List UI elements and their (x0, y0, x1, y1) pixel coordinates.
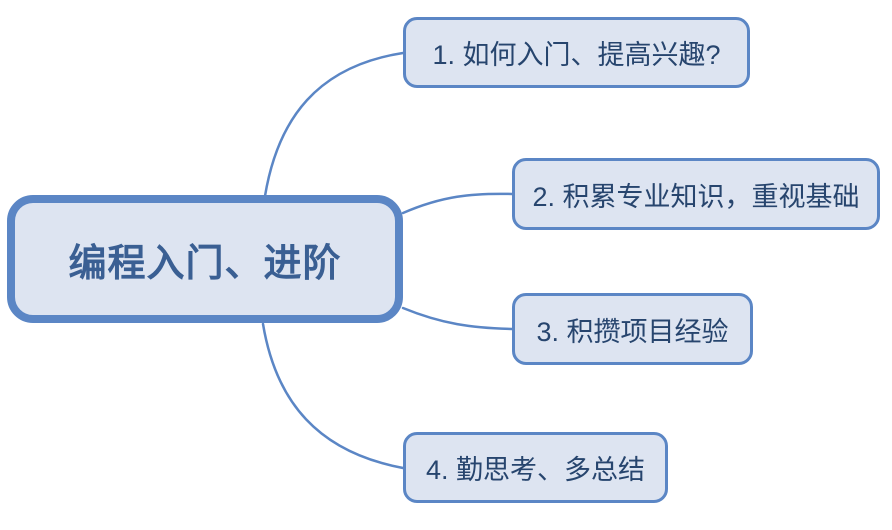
branch-node-2[interactable]: 2. 积累专业知识，重视基础 (512, 158, 880, 230)
branch-node-4-label: 4. 勤思考、多总结 (425, 455, 646, 485)
branch-node-3[interactable]: 3. 积攒项目经验 (512, 293, 753, 365)
branch-node-3-label: 3. 积攒项目经验 (536, 316, 729, 347)
branch-node-4[interactable]: 4. 勤思考、多总结 (403, 432, 668, 503)
connector-root-to-branch-2 (401, 192, 514, 215)
branch-node-2-label: 2. 积累专业知识，重视基础 (532, 181, 860, 212)
branch-node-1[interactable]: 1. 如何入门、提高兴趣? (403, 17, 750, 88)
connector-root-to-branch-1 (263, 51, 405, 198)
connector-root-to-branch-4 (261, 322, 405, 470)
connector-root-to-branch-3 (401, 306, 514, 331)
root-node-label: 编程入门、进阶 (68, 242, 342, 285)
branch-node-1-label: 1. 如何入门、提高兴趣? (432, 40, 721, 70)
root-node[interactable]: 编程入门、进阶 (7, 195, 403, 323)
